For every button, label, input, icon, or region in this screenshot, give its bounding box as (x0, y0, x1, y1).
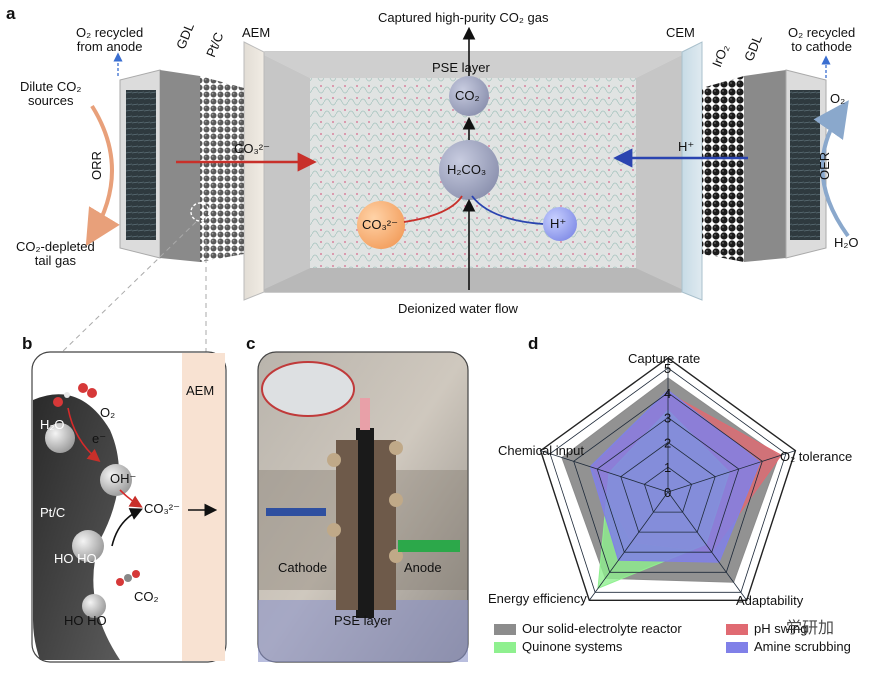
axis-chemical-input: Chemical input (498, 443, 584, 458)
carbonate-label-b: CO₃²⁻ (144, 501, 180, 516)
radar-series-3 (589, 389, 761, 563)
legend-label-amine: Amine scrubbing (754, 639, 851, 654)
radar-spoke-1 (667, 450, 796, 493)
dilute-co2-label: Dilute CO₂ sources (20, 79, 82, 109)
legend-label-reactor: Our solid-electrolyte reactor (522, 621, 682, 636)
co2-label-b: CO₂ (134, 589, 159, 604)
legend-swatch-reactor (494, 624, 516, 635)
h2o-label-right: H₂O (834, 235, 859, 250)
co2-depleted-label: CO₂-depleted tail gas (16, 239, 95, 269)
cem-label: CEM (666, 25, 695, 40)
co2-bubble (449, 76, 489, 116)
proton-arrow-label: H⁺ (678, 139, 695, 154)
co2-bubble-label: CO₂ (455, 88, 480, 103)
panel-c-photo (257, 351, 469, 663)
radar-chart: 0 1 2 3 4 5 (539, 357, 797, 601)
proton-bubble-label: H⁺ (550, 216, 567, 231)
legend-label-ph-swing: pH swing (754, 621, 808, 636)
radar-outer-frame (539, 357, 797, 601)
carbonate-bubble (357, 201, 405, 249)
radar-tick-2: 2 (664, 435, 671, 450)
orr-label: ORR (89, 151, 104, 180)
h2co3-bubble (439, 140, 499, 200)
ptc-label-b: Pt/C (40, 505, 66, 520)
radar-spoke-4 (540, 450, 669, 493)
o2-label-b: O₂ (100, 405, 116, 420)
panel-letter-a: a (6, 4, 16, 23)
captured-co2-label: Captured high-purity CO₂ gas (378, 10, 549, 25)
watermark-text: 学研加 (786, 620, 835, 637)
legend-label-quinone: Quinone systems (522, 639, 623, 654)
aem-label-b: AEM (186, 383, 215, 398)
carbonate-bubble-label: CO₃²⁻ (362, 217, 398, 232)
axis-o2-tolerance: O₂ tolerance (780, 449, 853, 464)
proton-bubble (543, 207, 577, 241)
ho-ho-label-b: HO HO (54, 551, 97, 566)
o2-recycled-to-label: O₂ recycled to cathode (788, 25, 856, 55)
radar-tick-4: 4 (664, 386, 671, 401)
radar-tick-1: 1 (664, 460, 671, 475)
o2-recycled-from-label: O₂ recycled from anode (76, 25, 144, 55)
oer-label: OER (817, 151, 832, 180)
axis-energy-efficiency: Energy efficiency (488, 591, 587, 606)
ho-ho-label-b2: HO HO (64, 613, 107, 628)
deionized-water-label: Deionized water flow (398, 301, 518, 316)
pse-layer-label: PSE layer (432, 60, 490, 75)
legend-swatch-amine (726, 642, 748, 653)
radar-grid-ring-1 (643, 466, 693, 513)
panel-letter-d: d (528, 334, 539, 353)
radar-spoke-2 (667, 491, 748, 601)
legend-swatch-ph-swing (726, 624, 748, 635)
panel-letter-c: c (246, 334, 256, 353)
panel-letter-b: b (22, 334, 33, 353)
axis-adaptability: Adaptability (736, 593, 804, 608)
electron-label-b: e⁻ (92, 431, 107, 446)
legend-swatch-quinone (494, 642, 516, 653)
cathode-label: Cathode (278, 560, 328, 575)
cathode-stack (119, 69, 244, 262)
oer-arc (813, 100, 850, 238)
o2-label-right: O₂ (830, 91, 846, 106)
radar-grid-ring-2 (620, 441, 716, 533)
radar-grid-ring-4 (573, 392, 763, 573)
axis-capture-rate: Capture rate (628, 351, 701, 366)
radar-tick-3: 3 (664, 411, 671, 426)
radar-grid-ring-5 (549, 367, 787, 593)
cem-membrane (681, 41, 703, 301)
orr-arc (85, 104, 120, 247)
radar-tick-0: 0 (664, 485, 671, 500)
pse-layer-label-c: PSE layer (334, 613, 392, 628)
h2o-label-b: H₂O (40, 417, 65, 432)
carbonate-arrow-label: CO₃²⁻ (234, 141, 270, 156)
radar-grid-ring-3 (596, 417, 740, 553)
anode-stack (702, 69, 827, 262)
aem-label: AEM (242, 25, 271, 40)
aem-membrane (243, 41, 265, 301)
radar-tick-5: 5 (664, 361, 671, 376)
hydroxide-label-b: OH⁻ (110, 471, 137, 486)
panel-b-illustration (31, 351, 227, 663)
radar-spoke-3 (588, 491, 669, 601)
h2co3-bubble-label: H₂CO₃ (447, 162, 487, 177)
anode-label: Anode (404, 560, 442, 575)
